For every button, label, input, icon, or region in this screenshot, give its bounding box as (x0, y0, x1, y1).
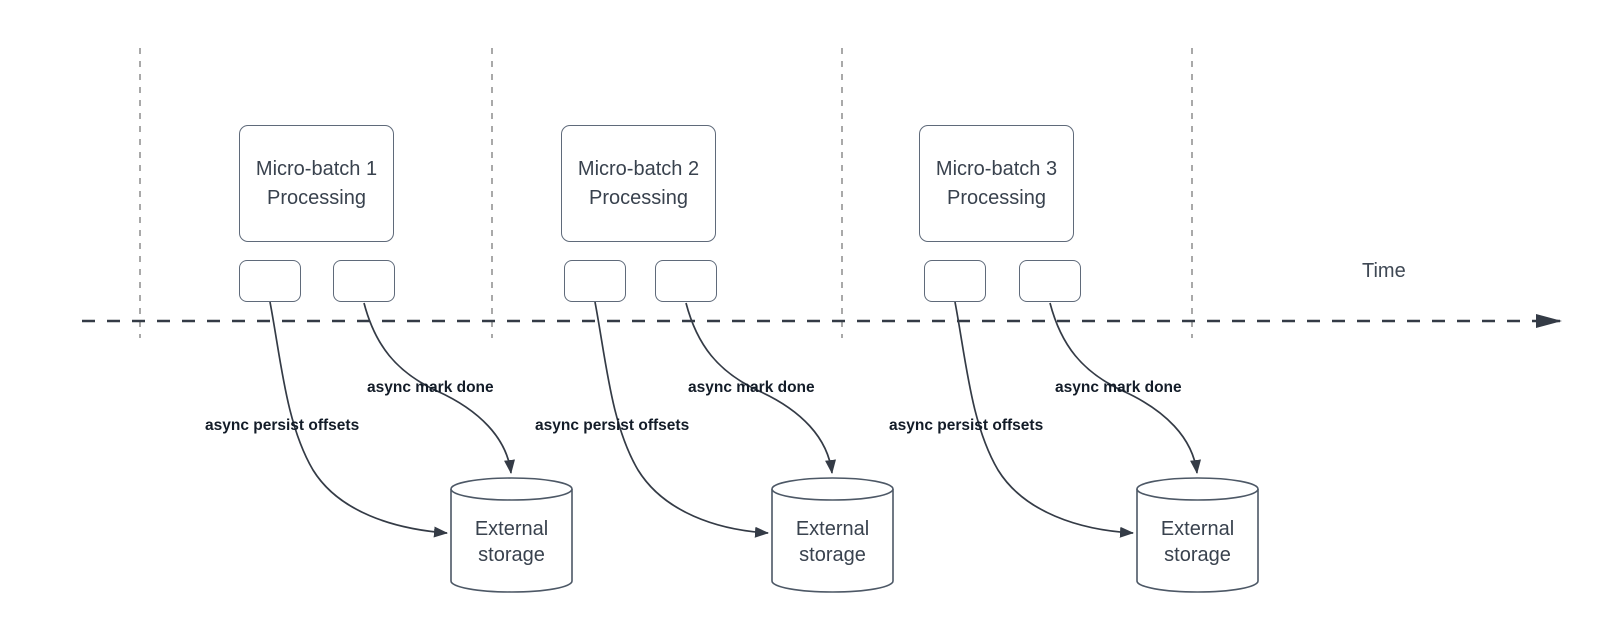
persist-offsets-label-1: async persist offsets (205, 417, 360, 434)
storage-label-3: External storage (1160, 518, 1235, 566)
time-axis-label: Time (1362, 260, 1406, 282)
storage-label-2: External storage (795, 518, 870, 566)
offsets-task-box-3 (924, 260, 986, 302)
persist-offsets-arrow-1 (269, 301, 448, 538)
offsets-task-box-2 (564, 260, 626, 302)
mark-done-arrow-1 (363, 302, 515, 474)
storage-cylinder-2 (771, 477, 894, 593)
processing-box-3: Micro-batch 3 Processing (919, 125, 1074, 242)
storage-cylinder-3 (1136, 477, 1259, 593)
mark-done-task-box-3 (1019, 260, 1081, 302)
processing-box-1: Micro-batch 1 Processing (239, 125, 394, 242)
mark-done-label-1: async mark done (367, 379, 494, 396)
processing-box-2: Micro-batch 2 Processing (561, 125, 716, 242)
mark-done-label-3: async mark done (1055, 379, 1182, 396)
persist-offsets-arrow-2 (594, 301, 769, 538)
mark-done-arrow-2 (685, 302, 836, 474)
persist-offsets-arrow-3 (954, 301, 1134, 538)
persist-offsets-label-2: async persist offsets (535, 417, 690, 434)
mark-done-task-box-2 (655, 260, 717, 302)
mark-done-arrow-3 (1049, 302, 1201, 474)
storage-cylinder-1 (450, 477, 573, 593)
persist-offsets-label-3: async persist offsets (889, 417, 1044, 434)
mark-done-label-2: async mark done (688, 379, 815, 396)
mark-done-task-box-1 (333, 260, 395, 302)
storage-label-1: External storage (474, 518, 549, 566)
offsets-task-box-1 (239, 260, 301, 302)
